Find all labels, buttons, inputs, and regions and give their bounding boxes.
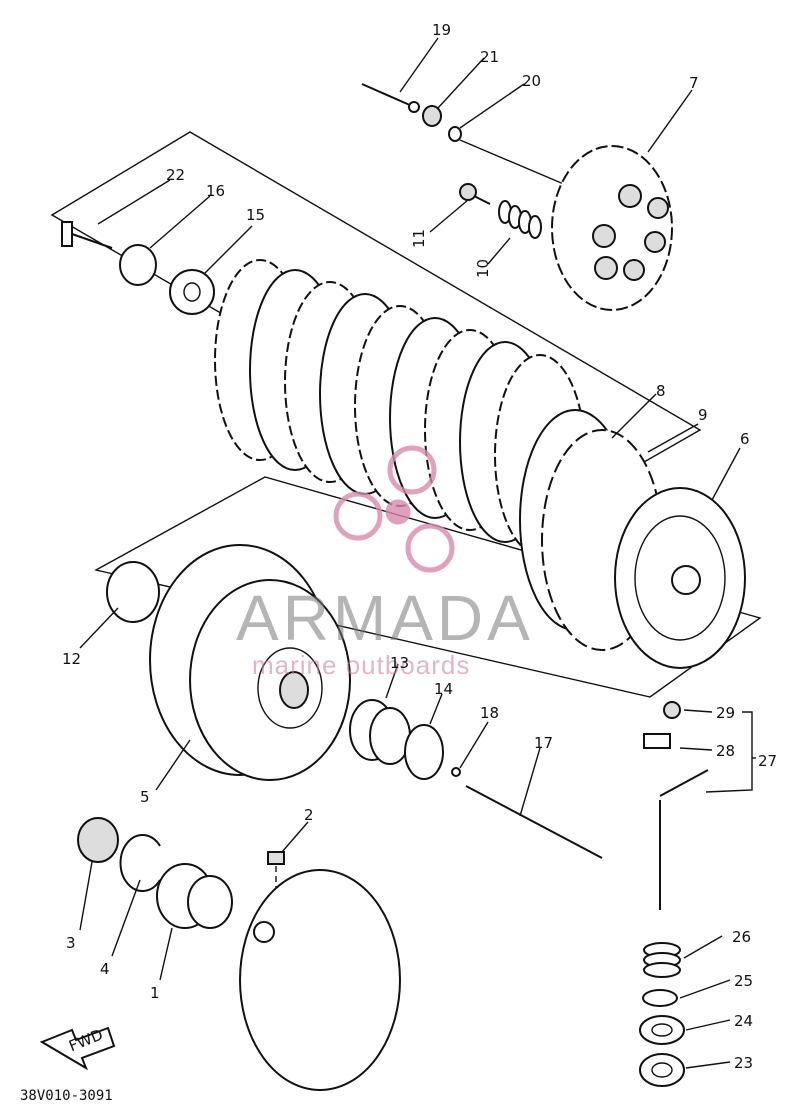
washer-4 <box>119 834 161 892</box>
callout-17: 17 <box>534 734 553 752</box>
spring-10 <box>498 200 542 239</box>
lock-washer-15 <box>169 269 215 315</box>
push-rod-22 <box>61 221 113 249</box>
callout-12: 12 <box>62 650 81 668</box>
callout-10: 10 <box>474 259 492 278</box>
callout-11: 11 <box>410 229 428 248</box>
callout-28: 28 <box>716 742 735 760</box>
nut-3 <box>77 817 119 863</box>
callout-9: 9 <box>698 406 708 424</box>
callout-13: 13 <box>390 654 409 672</box>
washer-20 <box>448 126 462 142</box>
ball-18 <box>451 767 461 777</box>
bearing-16 <box>119 244 157 286</box>
nut-21 <box>422 105 442 127</box>
spacer-13 <box>349 699 411 765</box>
callout-29: 29 <box>716 704 735 722</box>
forward-arrow: FWD <box>39 1026 116 1071</box>
callout-2: 2 <box>304 806 314 824</box>
callout-27: 27 <box>758 752 777 770</box>
callout-19: 19 <box>432 21 451 39</box>
clutch-housing-5 <box>149 544 351 781</box>
callout-leaders <box>79 37 756 1069</box>
push-rod-17 <box>465 785 603 859</box>
callout-20: 20 <box>522 72 541 90</box>
callout-numbers: 19 21 20 7 22 16 15 11 10 8 9 6 12 13 14… <box>62 21 777 1072</box>
clutch-boss-6 <box>614 487 746 669</box>
callout-5: 5 <box>140 788 150 806</box>
callout-4: 4 <box>100 960 110 978</box>
callout-23: 23 <box>734 1054 753 1072</box>
washer-12 <box>106 561 160 623</box>
callout-25: 25 <box>734 972 753 990</box>
watermark: ARMADA marine outboards <box>236 445 534 680</box>
cover-plate <box>239 869 401 1091</box>
callout-14: 14 <box>434 680 453 698</box>
bearing-23 <box>639 1053 685 1087</box>
callout-22: 22 <box>166 166 185 184</box>
callout-21: 21 <box>480 48 499 66</box>
watermark-logo-icon <box>333 445 455 573</box>
drawing-code: 38V010-3091 <box>20 1088 113 1104</box>
oil-seal-24-inner <box>651 1023 673 1037</box>
primary-gear-1 <box>156 863 233 929</box>
washer-25 <box>642 989 678 1007</box>
lower-assembly-outline <box>94 476 762 698</box>
callout-16: 16 <box>206 182 225 200</box>
callout-8: 8 <box>656 382 666 400</box>
key-2 <box>267 851 285 865</box>
pressure-plate-7 <box>551 145 673 311</box>
screw-19 <box>361 83 420 113</box>
callout-3: 3 <box>66 934 76 952</box>
adjuster-28 <box>643 733 671 749</box>
callout-1: 1 <box>150 984 160 1002</box>
callout-26: 26 <box>732 928 751 946</box>
callout-6: 6 <box>740 430 750 448</box>
callout-7: 7 <box>689 74 699 92</box>
callout-15: 15 <box>246 206 265 224</box>
oil-seal-24 <box>639 1015 685 1045</box>
washer-14 <box>404 724 444 780</box>
watermark-brand: ARMADA <box>236 582 534 654</box>
callout-24: 24 <box>734 1012 753 1030</box>
watermark-tagline: marine outboards <box>252 650 470 680</box>
return-spring-26 <box>643 942 681 978</box>
clutch-lever-shaft <box>659 769 709 910</box>
bolt-11 <box>459 183 491 205</box>
clutch-plate-stack <box>214 259 586 556</box>
oil-seal-24-outer <box>639 1015 685 1045</box>
bolt-29 <box>663 701 681 719</box>
callout-18: 18 <box>480 704 499 722</box>
